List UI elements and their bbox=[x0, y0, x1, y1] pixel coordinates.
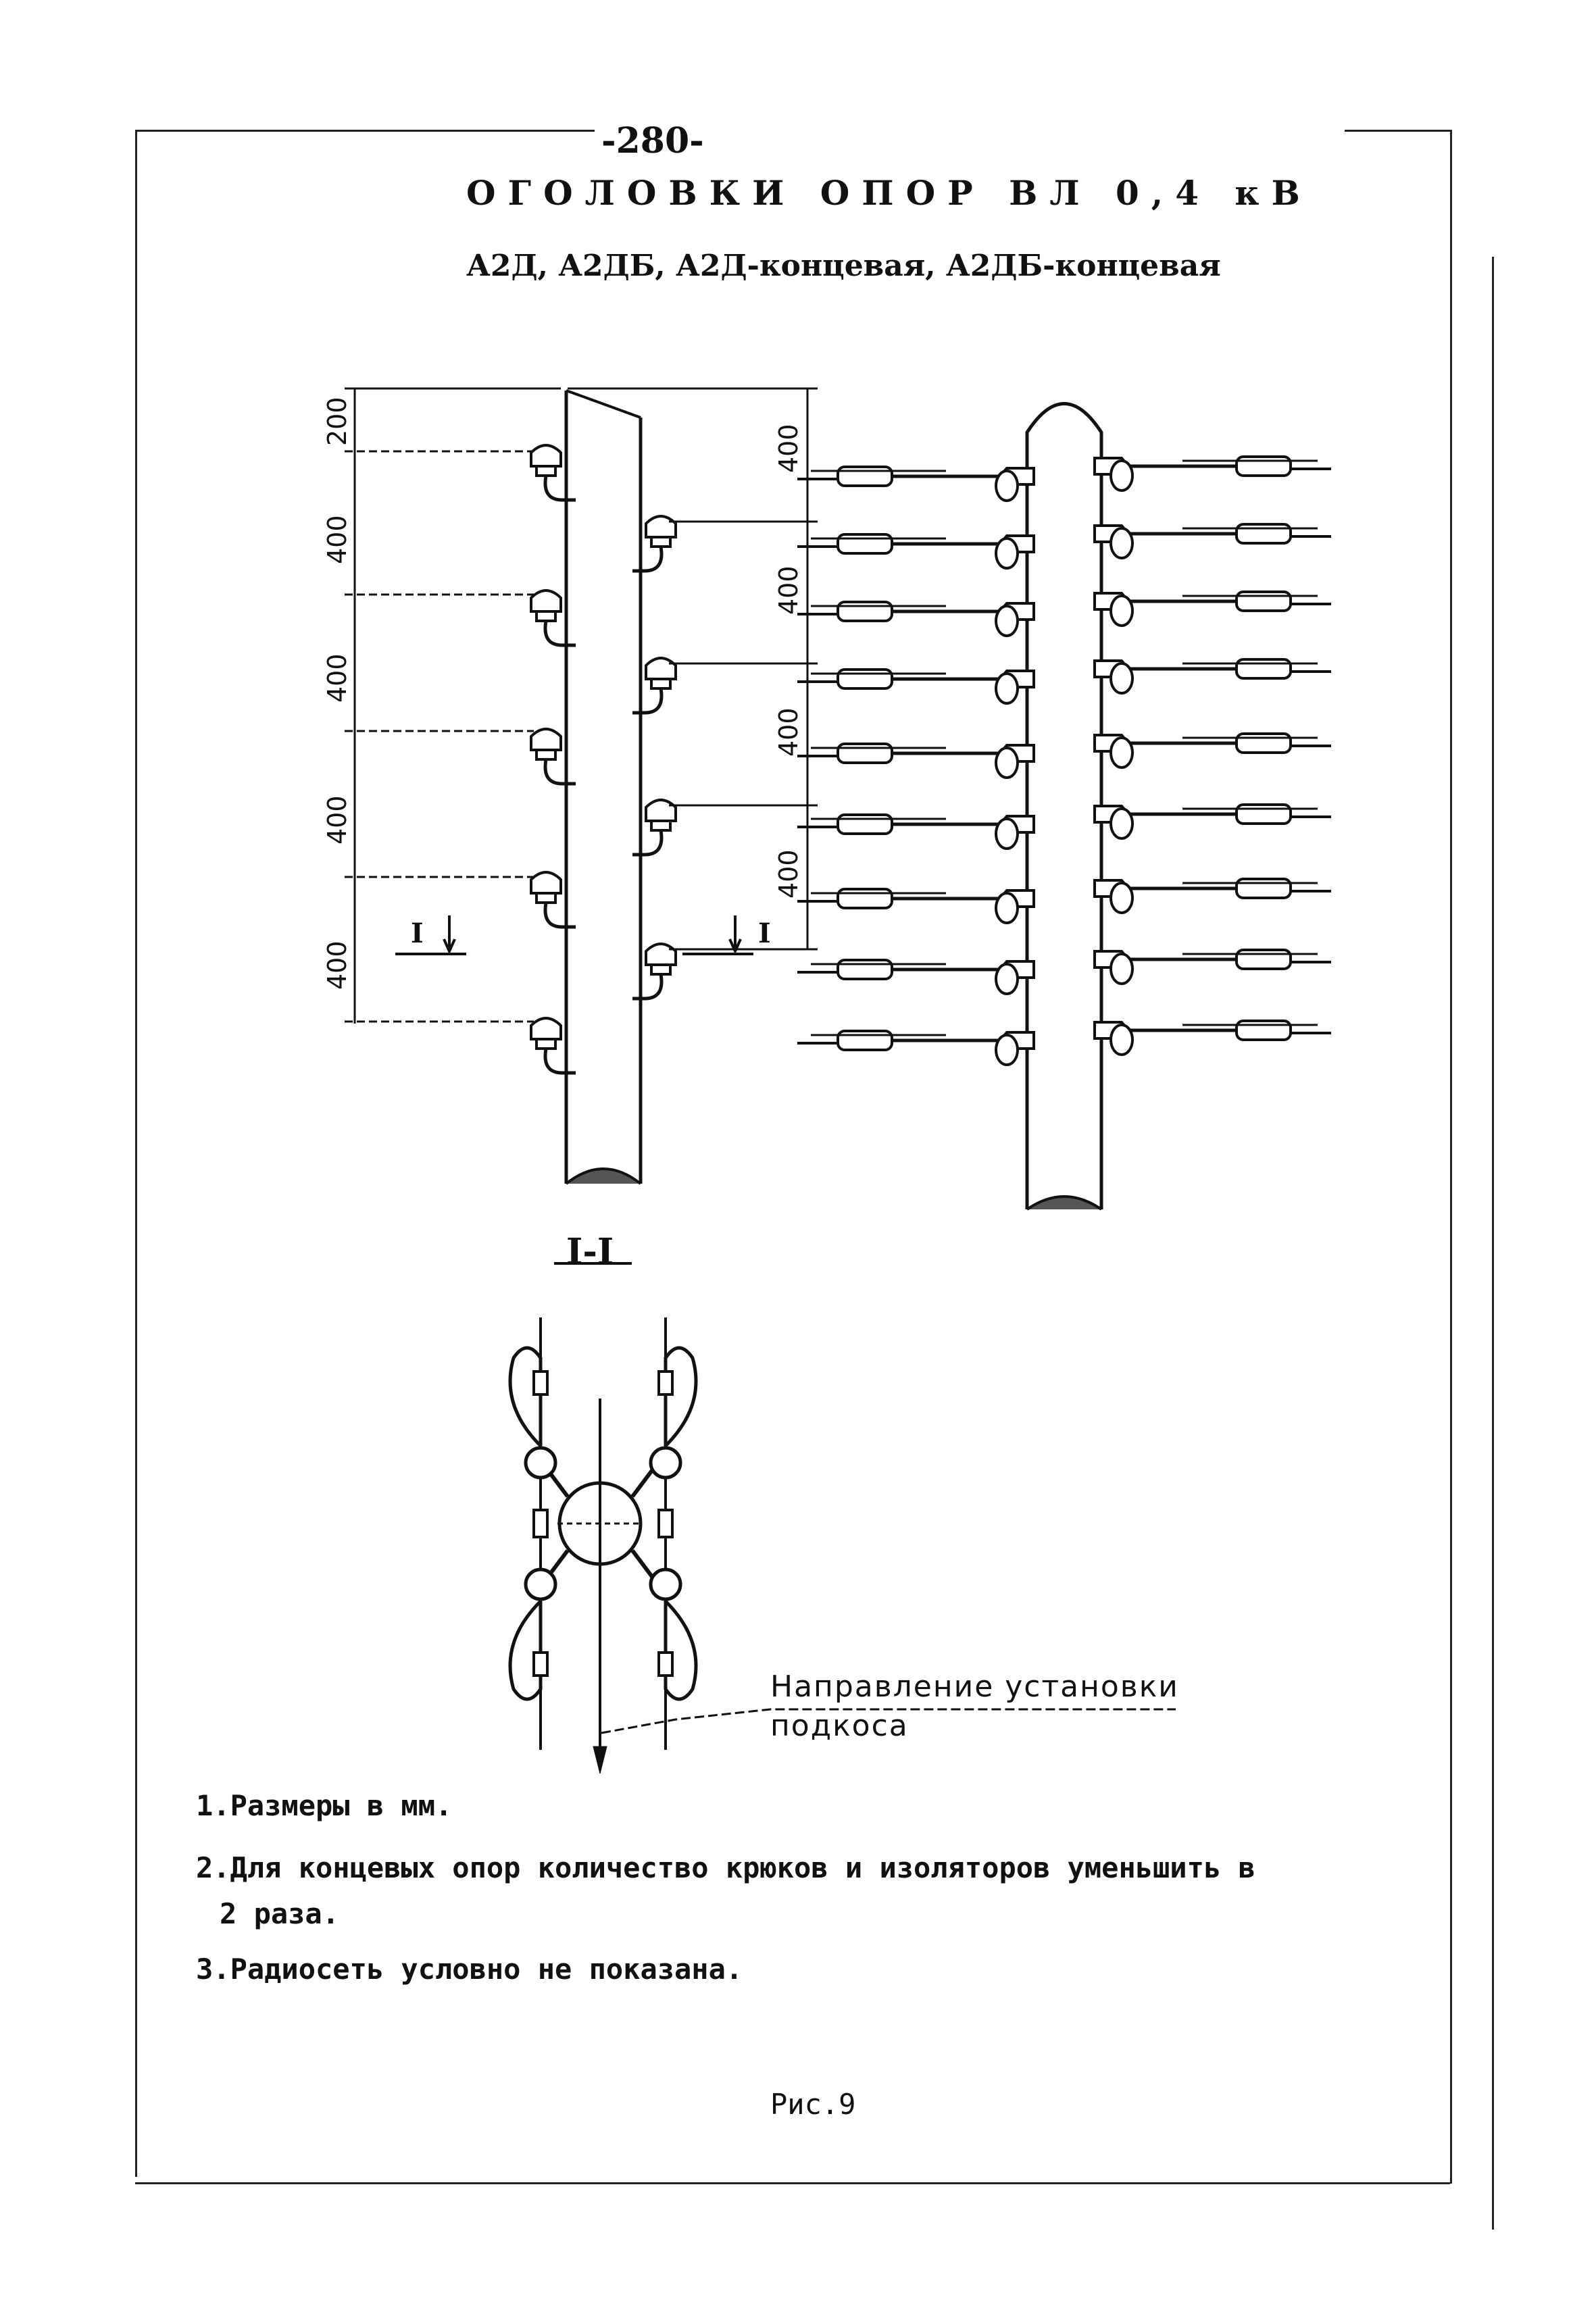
page-number: -280- bbox=[601, 120, 704, 161]
frame-right bbox=[1450, 130, 1452, 2184]
side-view-insulators-left bbox=[531, 445, 576, 1073]
dim-right-3: 400 bbox=[774, 707, 803, 757]
note-3: 3.Радиосеть условно не показана. bbox=[196, 1953, 743, 1986]
left-dimension-chain bbox=[345, 387, 561, 1024]
section-marker-right-label: I bbox=[758, 917, 771, 949]
direction-label-line-1: Направление установки bbox=[770, 1669, 1179, 1704]
note-2-continuation: 2 раза. bbox=[220, 1897, 340, 1930]
section-marker-left-label: I bbox=[411, 917, 424, 949]
frame-top-right bbox=[1345, 130, 1451, 132]
margin-line-right bbox=[1492, 257, 1494, 2230]
note-1: 1.Размеры в мм. bbox=[196, 1789, 453, 1822]
direction-label-line-2: подкоса bbox=[770, 1709, 909, 1743]
frame-left bbox=[135, 130, 137, 2177]
section-plan-view bbox=[508, 1317, 1176, 1774]
dim-right-4: 400 bbox=[774, 849, 803, 899]
dim-left-3: 400 bbox=[322, 653, 352, 703]
frame-top-left bbox=[135, 130, 595, 132]
dim-left-5: 400 bbox=[322, 940, 352, 990]
dim-right-1: 400 bbox=[774, 424, 803, 473]
section-marker-left bbox=[395, 915, 466, 955]
front-view-pole bbox=[1025, 402, 1103, 1211]
section-marker-right bbox=[682, 915, 753, 955]
dim-left-2: 400 bbox=[322, 515, 352, 564]
direction-label: Направление установки подкоса bbox=[770, 1667, 1179, 1746]
page-subtitle: А2Д, А2ДБ, А2Д-концевая, А2ДБ-концевая bbox=[466, 249, 1221, 283]
page-title: ОГОЛОВКИ ОПОР ВЛ 0,4 кВ bbox=[466, 173, 1312, 213]
dim-left-4: 400 bbox=[322, 795, 352, 845]
section-label: I-I bbox=[566, 1231, 614, 1272]
dim-left-1: 200 bbox=[322, 397, 352, 446]
front-view-crossarms bbox=[797, 457, 1331, 1065]
right-dimension-chain bbox=[568, 387, 818, 951]
figure-caption: Рис.9 bbox=[770, 2088, 856, 2121]
dim-right-2: 400 bbox=[774, 565, 803, 615]
frame-bottom bbox=[135, 2182, 1450, 2184]
side-view-pole bbox=[564, 389, 643, 1185]
note-2: 2.Для концевых опор количество крюков и … bbox=[196, 1851, 1255, 1884]
